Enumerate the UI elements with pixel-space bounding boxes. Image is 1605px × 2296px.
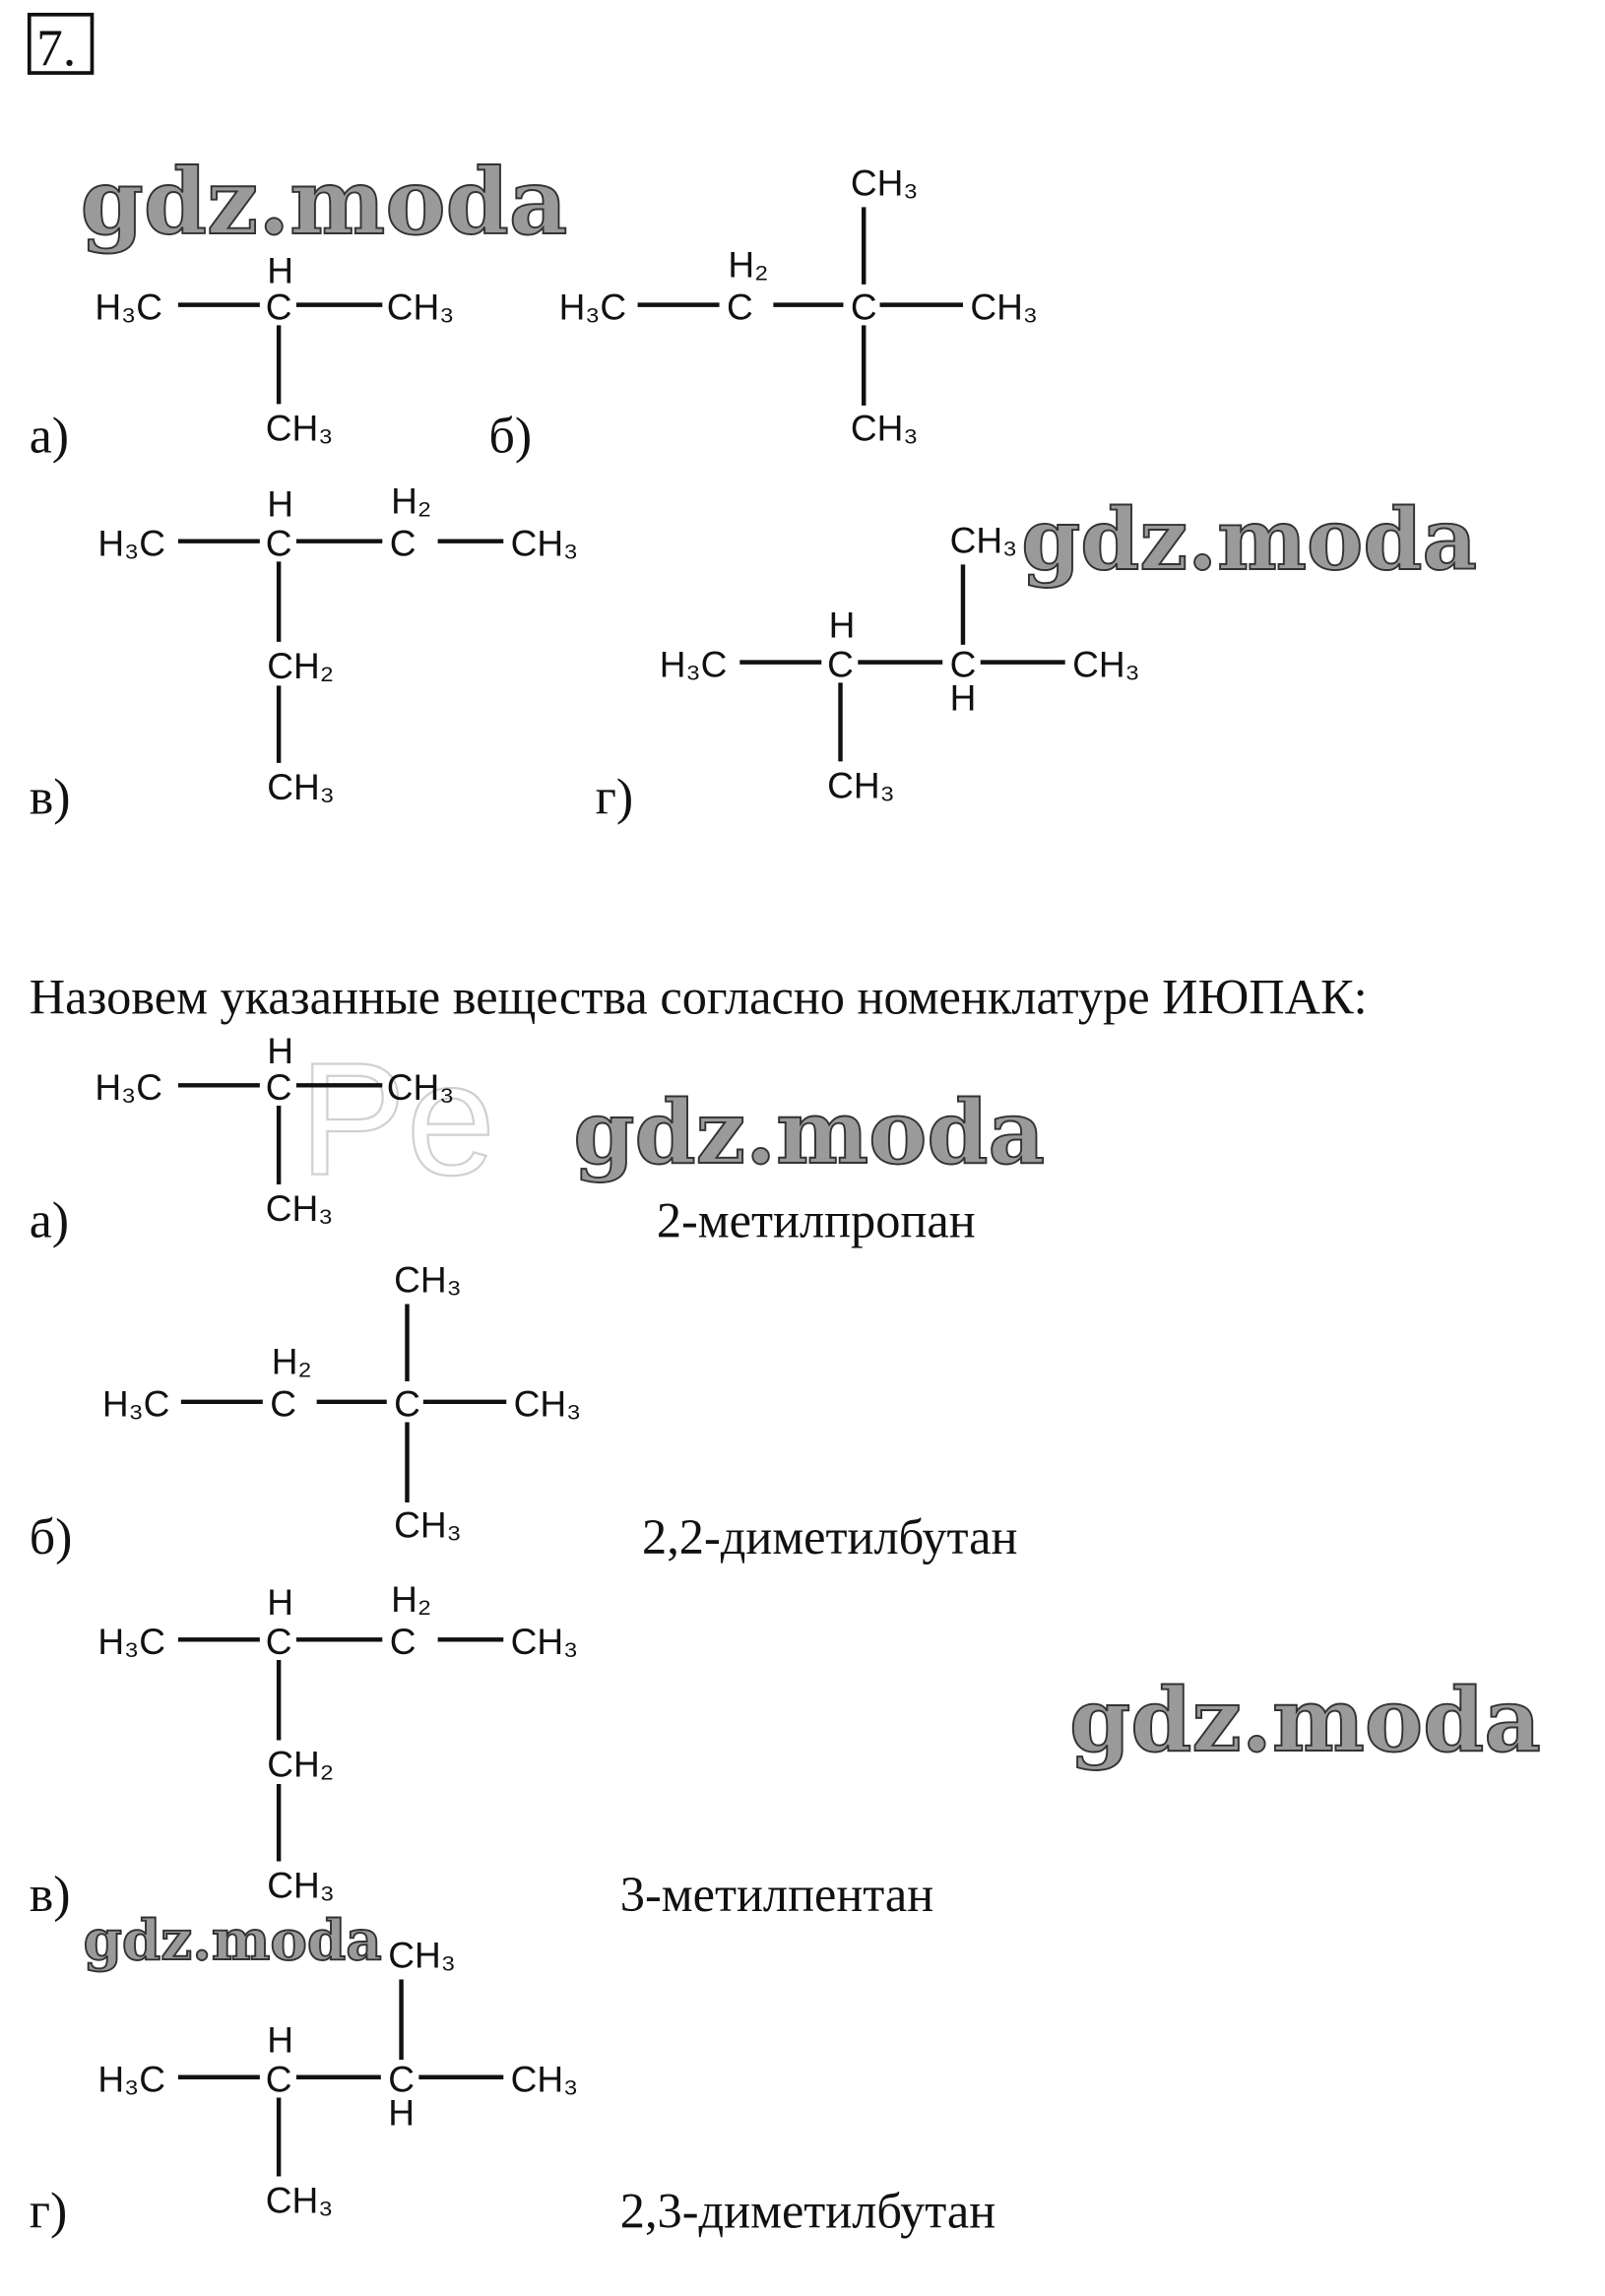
atom-ch2: CH₂ — [267, 1744, 334, 1785]
atom-h: H — [267, 249, 293, 290]
label-a: а) — [30, 408, 69, 464]
watermark-logo: gdz.moda — [1069, 1669, 1541, 1771]
compound-name: 2,2-диметилбутан — [642, 1509, 1017, 1564]
compound-name: 2,3-диметилбутан — [620, 2183, 995, 2238]
atom-h2: H₂ — [391, 1578, 431, 1620]
atom-c: C — [266, 1621, 292, 1662]
atom-c: C — [727, 286, 753, 327]
atom-ch3: CH₃ — [394, 1504, 462, 1546]
atom-h3c: H₃C — [102, 1383, 170, 1425]
atom-h3c: H₃C — [97, 1621, 165, 1662]
atom-ch3: CH₃ — [970, 286, 1038, 327]
atom-ch3: CH₃ — [514, 1383, 582, 1425]
atom-h2: H₂ — [272, 1341, 312, 1382]
label-g: г) — [30, 2183, 68, 2239]
problem-number: 7. — [36, 19, 76, 78]
atom-c: C — [394, 1383, 420, 1425]
watermark-faint: Pe — [299, 1029, 495, 1209]
atom-h3c: H₃C — [97, 2059, 165, 2100]
atom-h3c: H₃C — [95, 1066, 162, 1108]
atom-ch3: CH₃ — [387, 286, 455, 327]
atom-ch3: CH₃ — [851, 407, 919, 448]
problem-number-box — [27, 12, 95, 75]
atom-h3c: H₃C — [559, 286, 627, 327]
atom-ch3: CH₃ — [266, 1187, 334, 1229]
atom-c: C — [390, 522, 417, 563]
atom-h: H — [267, 1581, 293, 1623]
atom-h: H — [267, 1030, 293, 1071]
atom-h3c: H₃C — [97, 522, 165, 563]
atom-ch3: CH₃ — [950, 520, 1018, 561]
atom-ch2: CH₂ — [267, 645, 334, 686]
atom-ch3: CH₃ — [511, 1621, 579, 1662]
atom-ch3: CH₃ — [266, 2180, 334, 2221]
atom-ch3: CH₃ — [388, 1935, 456, 1976]
atom-ch3: CH₃ — [511, 522, 579, 563]
watermark-logo: gdz.moda — [1021, 490, 1477, 590]
label-b: б) — [30, 1509, 73, 1565]
atom-h2: H₂ — [728, 243, 768, 285]
atom-c: C — [950, 643, 977, 684]
atom-h: H — [267, 2019, 293, 2061]
section-heading: Назовем указанные вещества согласно номе… — [30, 970, 1368, 1025]
atom-ch3: CH₃ — [851, 162, 919, 204]
atom-c: C — [851, 286, 877, 327]
atom-ch3: CH₃ — [394, 1259, 462, 1301]
atom-ch3: CH₃ — [267, 766, 335, 807]
atom-h: H — [950, 677, 977, 719]
atom-ch3: CH₃ — [387, 1066, 455, 1108]
atom-ch3: CH₃ — [267, 1865, 335, 1906]
atom-ch3: CH₃ — [511, 2059, 579, 2100]
atom-h2: H₂ — [391, 480, 431, 522]
label-b: б) — [488, 408, 532, 464]
label-v: в) — [30, 1867, 71, 1923]
watermark-logo: gdz.moda — [573, 1081, 1045, 1183]
atom-c: C — [270, 1383, 296, 1425]
label-a: а) — [30, 1192, 69, 1248]
atom-h: H — [829, 604, 856, 645]
atom-c: C — [266, 286, 292, 327]
watermark-logo: gdz.moda — [84, 1908, 382, 1973]
label-g: г) — [596, 770, 634, 826]
atom-c: C — [390, 1621, 417, 1662]
atom-h: H — [388, 2092, 415, 2134]
atom-c: C — [266, 2059, 292, 2100]
atom-c: C — [388, 2059, 415, 2100]
atom-h3c: H₃C — [95, 286, 162, 327]
atom-ch3: CH₃ — [827, 764, 895, 805]
atom-c: C — [266, 522, 292, 563]
atom-ch3: CH₃ — [266, 407, 334, 448]
atom-ch3: CH₃ — [1072, 643, 1140, 684]
watermark-logo: gdz.moda — [81, 149, 568, 255]
atom-c: C — [827, 643, 854, 684]
label-v: в) — [30, 770, 71, 826]
atom-h: H — [267, 482, 293, 524]
atom-h3c: H₃C — [660, 643, 728, 684]
compound-name: 2-метилпропан — [657, 1192, 976, 1247]
atom-c: C — [266, 1066, 292, 1108]
compound-name: 3-метилпентан — [620, 1867, 933, 1922]
